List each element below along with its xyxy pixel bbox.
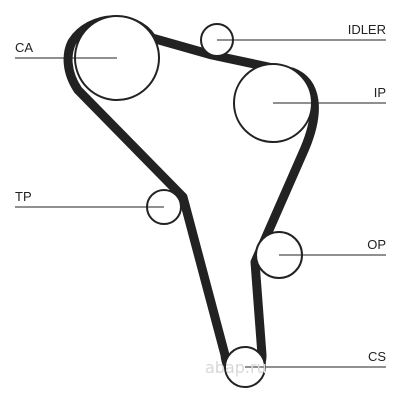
label-tp: TP [15,189,32,204]
label-ca: CA [15,40,33,55]
label-ip: IP [374,85,386,100]
watermark-text: abap.ru [205,358,267,377]
label-cs: CS [368,349,386,364]
label-idler: IDLER [348,22,386,37]
label-op: OP [367,237,386,252]
